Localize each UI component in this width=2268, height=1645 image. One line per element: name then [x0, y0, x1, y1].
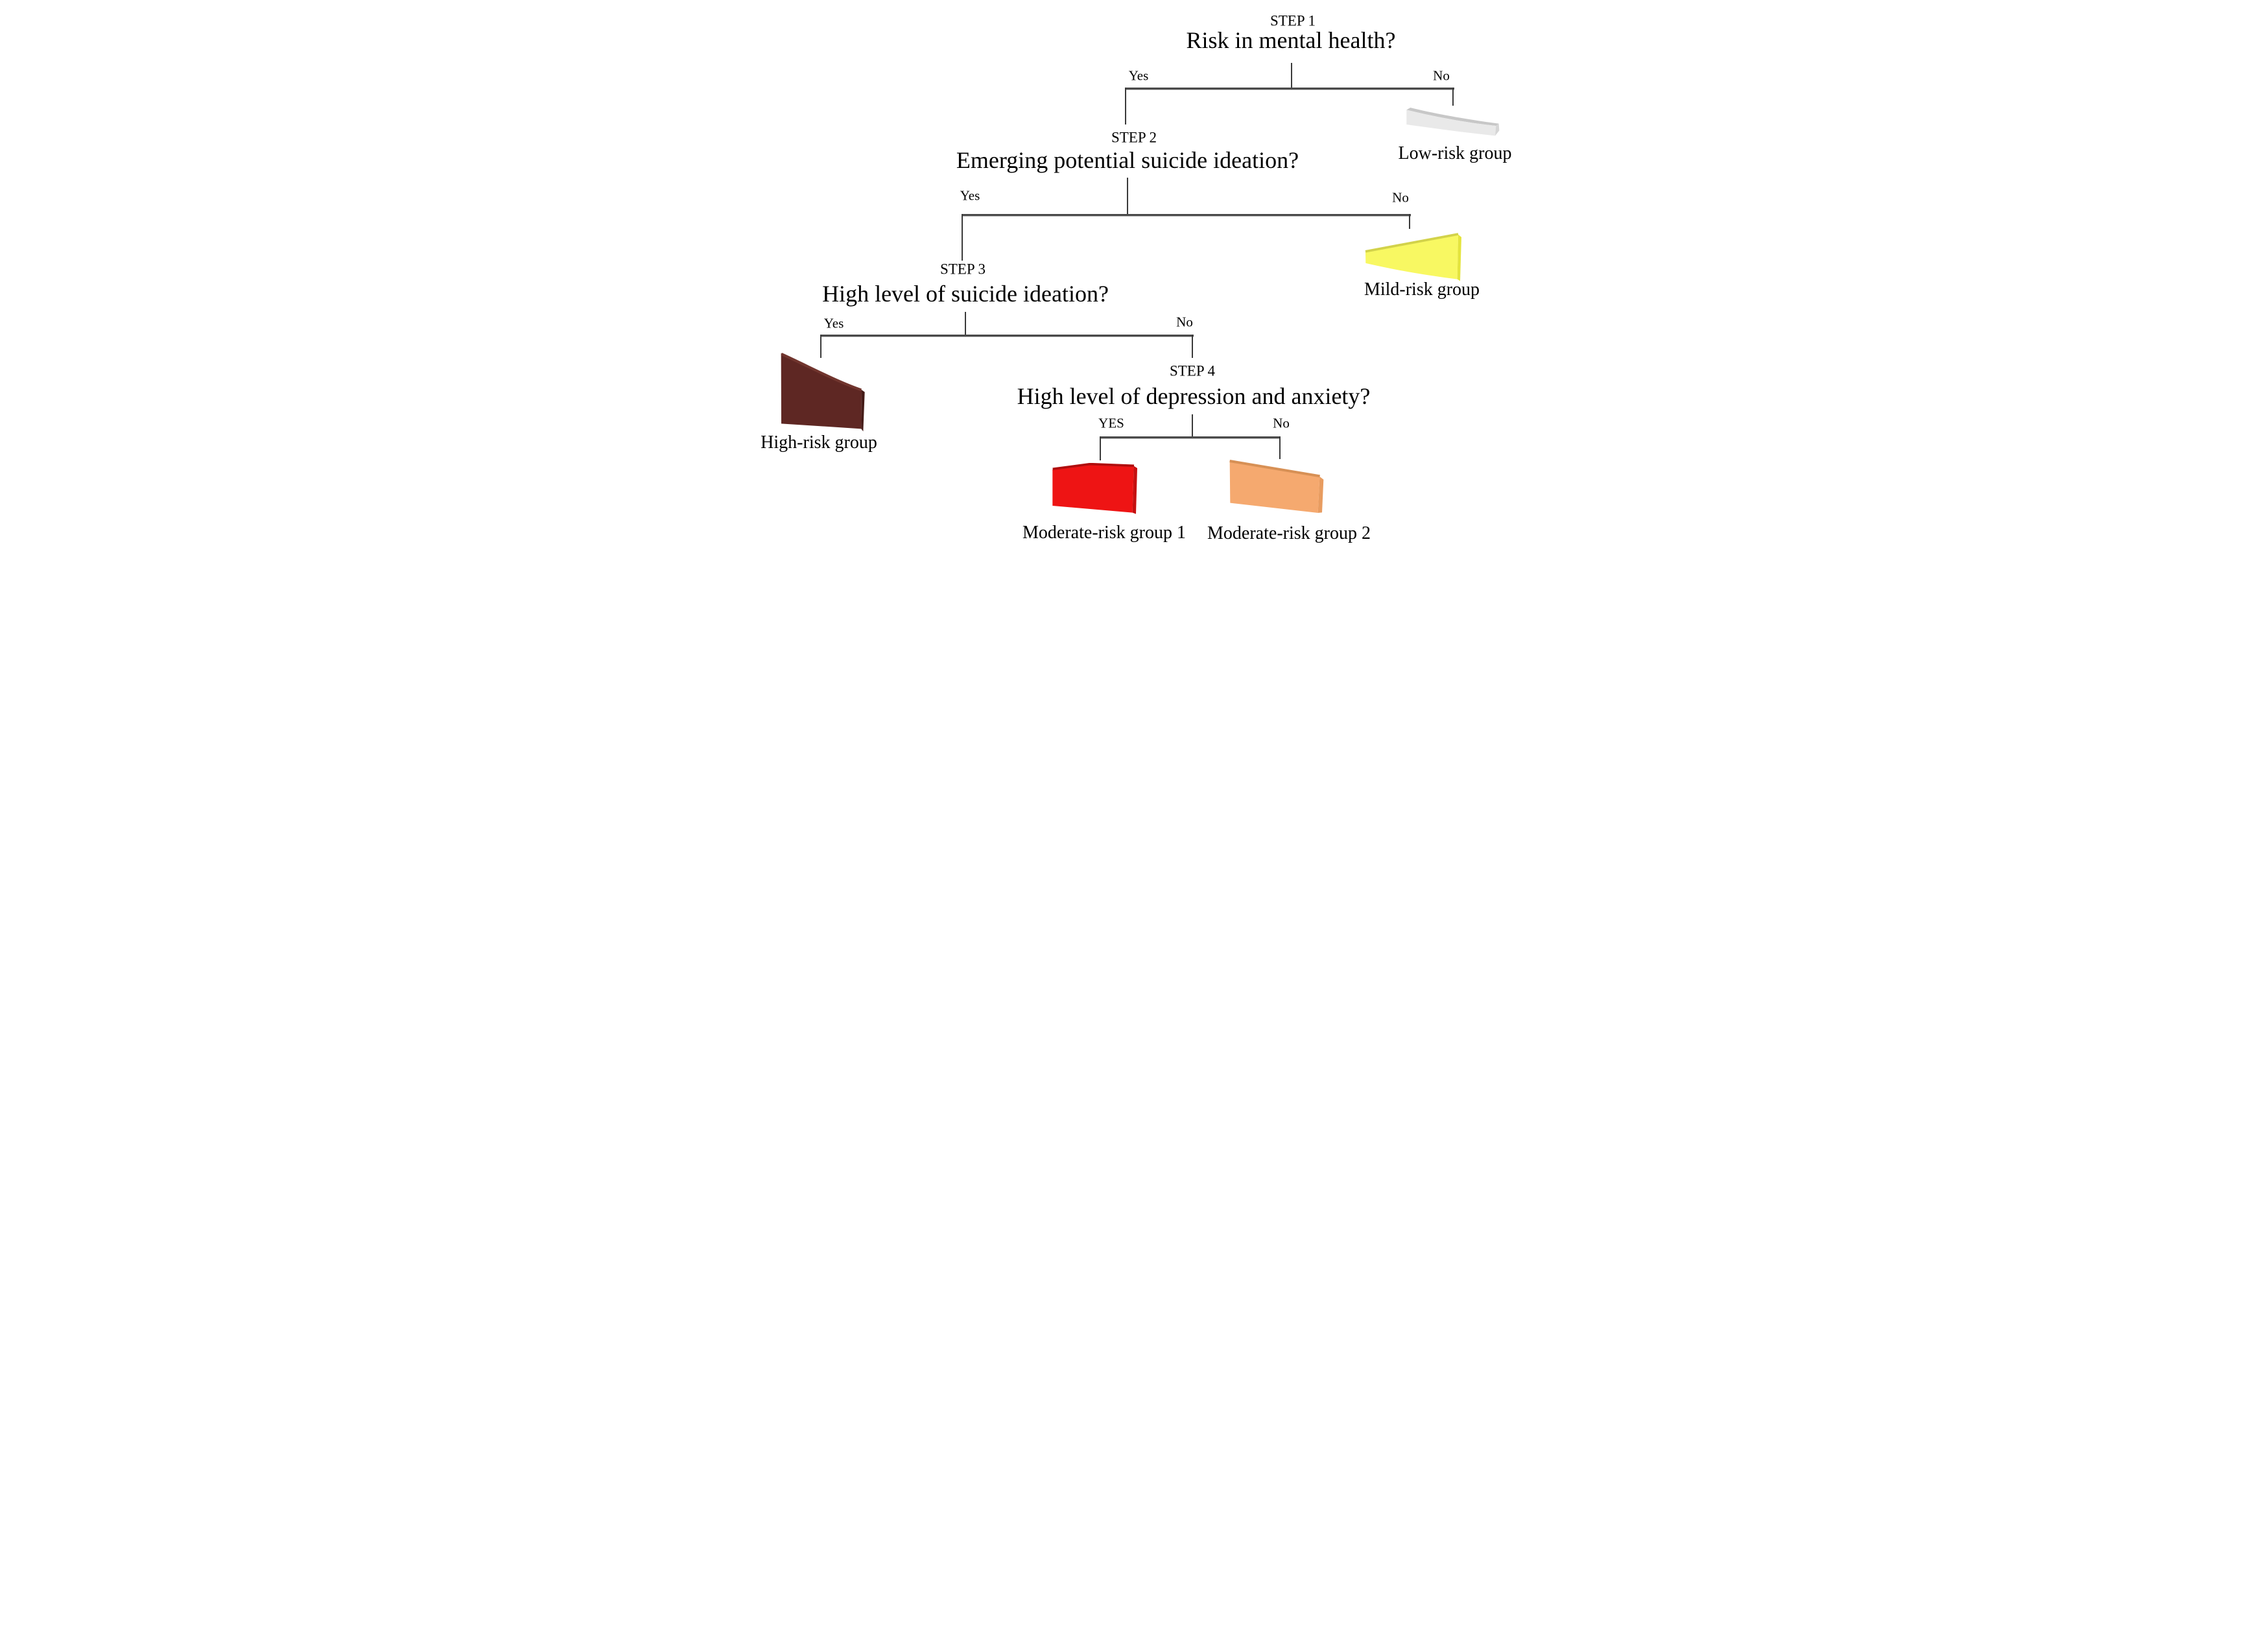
moderate-risk-2-block-icon [1229, 460, 1324, 513]
step1-connector-line [1291, 63, 1292, 89]
step2-question: Emerging potential suicide ideation? [956, 147, 1299, 173]
step2-yes-drop-line [962, 214, 963, 261]
step2-label: STEP 2 [1111, 129, 1157, 146]
moderate-risk-1-block-icon [1052, 463, 1137, 514]
step2-no-drop-line [1409, 214, 1410, 229]
step1-yes-label: Yes [1128, 67, 1149, 84]
step2-branch-line [962, 214, 1411, 216]
step4-branch-line [1100, 436, 1281, 438]
step3-connector-line [965, 312, 966, 336]
step1-branch-line [1126, 88, 1454, 89]
high-risk-shape [781, 353, 865, 432]
step4-question: High level of depression and anxiety? [1017, 383, 1371, 409]
step4-yes-label: YES [1098, 415, 1124, 431]
low-risk-bar-icon [1406, 108, 1500, 136]
moderate-risk-group-2-label: Moderate-risk group 2 [1207, 523, 1371, 543]
step2-connector-line [1127, 178, 1128, 215]
step4-no-drop-line [1279, 436, 1281, 459]
step1-no-drop-line [1452, 88, 1454, 106]
moderate-risk-2-shape [1229, 458, 1324, 514]
decision-tree-diagram: STEP 1 Risk in mental health? Yes No Low… [756, 0, 1512, 549]
mild-risk-wedge-icon [1365, 233, 1461, 281]
step1-label: STEP 1 [1270, 12, 1316, 29]
step1-yes-drop-line [1125, 88, 1126, 124]
step3-yes-label: Yes [823, 315, 844, 331]
step4-yes-drop-line [1100, 436, 1101, 460]
low-risk-group-label: Low-risk group [1398, 143, 1512, 163]
moderate-risk-1-shape [1052, 463, 1138, 514]
moderate-risk-group-1-label: Moderate-risk group 1 [1022, 523, 1186, 543]
step3-no-drop-line [1192, 335, 1193, 358]
step3-no-label: No [1176, 314, 1193, 330]
step2-no-label: No [1392, 189, 1409, 206]
step2-yes-label: Yes [960, 187, 980, 204]
step4-no-label: No [1273, 415, 1290, 431]
step1-question: Risk in mental health? [1186, 27, 1396, 53]
low-risk-shape [1406, 108, 1500, 137]
step3-branch-line [821, 335, 1194, 337]
step4-connector-line [1192, 414, 1193, 438]
step3-yes-drop-line [820, 335, 821, 358]
step1-no-label: No [1433, 67, 1450, 84]
mild-risk-group-label: Mild-risk group [1364, 279, 1480, 300]
step3-label: STEP 3 [939, 261, 986, 278]
mild-risk-shape [1365, 233, 1462, 281]
step4-label: STEP 4 [1169, 362, 1216, 379]
step3-question: High level of suicide ideation? [822, 281, 1109, 307]
high-risk-block-icon [781, 353, 865, 432]
high-risk-group-label: High-risk group [761, 432, 877, 453]
